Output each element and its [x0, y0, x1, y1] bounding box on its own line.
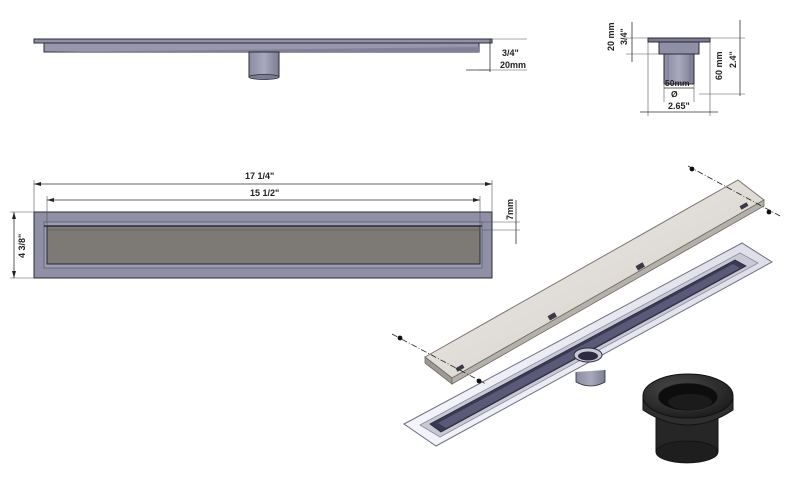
grate-tab-1 — [547, 312, 557, 321]
top-dim-overall-arrow-left — [34, 182, 41, 186]
end-dim-outlet-label: 50mm — [665, 78, 690, 88]
top-dim-overall-arrow-right — [485, 182, 492, 186]
explode-marker-left-b — [476, 378, 482, 384]
top-dim-grate-arrow-left — [47, 198, 54, 202]
grate-tab-2 — [635, 262, 645, 271]
adapter-lower-bottom — [655, 440, 719, 464]
side-view-channel-taper — [44, 47, 479, 52]
channel-body-trough-floor — [438, 264, 740, 428]
top-view-grate — [46, 225, 481, 265]
top-dim-grate-label: 15 1/2" — [250, 188, 279, 198]
top-view: 17 1/4" 15 1/2" 4 3/8" 7mm — [10, 171, 520, 279]
adapter-opening-highlight — [668, 394, 712, 410]
top-dim-width-arrow-bottom — [12, 271, 16, 278]
side-view-outlet-bottom — [248, 74, 280, 80]
grate-cover-front-edge — [451, 199, 765, 385]
explode-marker-left-a — [397, 335, 403, 341]
channel-outlet-pipe — [575, 370, 606, 387]
top-dim-grate-arrow-right — [473, 198, 480, 202]
end-view: 20 mm 3/4" 60 mm 2.4" 50mm Ø 2.65" — [606, 20, 745, 116]
end-view-body — [658, 41, 700, 55]
side-dim-label-mm: 20mm — [500, 60, 526, 70]
side-dim-label-in: 3/4" — [502, 48, 519, 58]
explode-marker-right-a — [689, 166, 695, 172]
side-view-outlet-pipe — [248, 51, 280, 78]
end-view-flange — [647, 37, 711, 43]
rubber-outlet-adapter — [642, 373, 734, 464]
end-dim-right-mm: 60 mm — [714, 51, 724, 80]
explode-line-right — [687, 165, 781, 217]
exploded-view — [391, 165, 781, 464]
grate-tab-4 — [455, 364, 465, 372]
end-dim-left-in: 3/4" — [619, 28, 629, 45]
side-view-flange — [33, 38, 493, 44]
top-dim-width-label: 4 3/8" — [17, 234, 27, 258]
channel-outlet-hole-inner — [578, 351, 598, 361]
side-view: 3/4" 20mm — [33, 38, 527, 80]
end-dim-diameter-symbol: Ø — [671, 89, 678, 99]
explode-marker-right-b — [766, 209, 772, 215]
end-dim-right-in: 2.4" — [728, 51, 738, 68]
end-view-outlet-pipe — [663, 53, 695, 85]
end-dim-left-mm: 20 mm — [606, 22, 616, 51]
top-dim-gap-label: 7mm — [505, 199, 515, 220]
top-dim-width-arrow-top — [12, 212, 16, 219]
grate-tab-3 — [739, 202, 749, 210]
explode-line-left — [391, 333, 487, 385]
top-dim-overall-label: 17 1/4" — [245, 171, 274, 181]
end-dim-width-label: 2.65" — [668, 101, 690, 111]
